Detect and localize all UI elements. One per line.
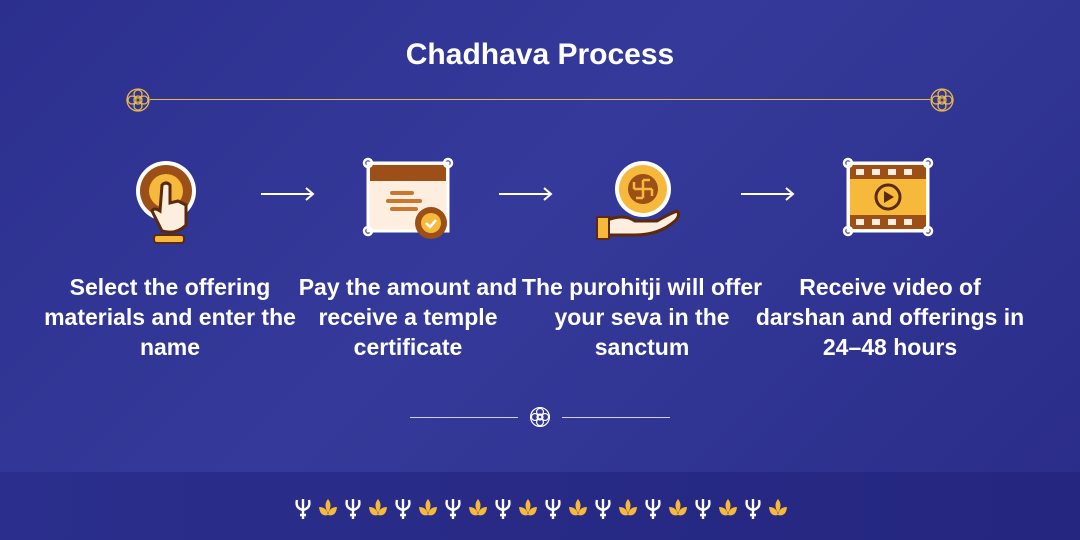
lotus-icon (319, 499, 337, 516)
arrow-right-icon (261, 187, 315, 201)
mandala-icon (126, 88, 150, 112)
arrow-right-icon (741, 187, 795, 201)
trishul-icon (295, 499, 311, 519)
arrow-right-icon (499, 187, 553, 201)
trishul-icon (695, 499, 711, 519)
trishul-icon (745, 499, 761, 519)
trishul-icon (645, 499, 661, 519)
certificate-icon (362, 157, 454, 239)
step-4-text: Receive video of darshan and offerings i… (755, 274, 1025, 360)
step-2-text: Pay the amount and receive a temple cert… (298, 274, 518, 360)
trishul-icon (345, 499, 361, 519)
page-title: Chadhava Process (405, 38, 675, 71)
trishul-icon (545, 499, 561, 519)
lotus-icon (769, 499, 787, 516)
lotus-icon (569, 499, 587, 516)
step-3-text: The purohitji will offer your seva in th… (521, 274, 763, 360)
lotus-icon (369, 499, 387, 516)
swastik-offering-icon (596, 161, 681, 240)
decorative-border (292, 495, 789, 519)
lotus-icon (669, 499, 687, 516)
lotus-icon (719, 499, 737, 516)
step-1-text: Select the offering materials and enter … (44, 274, 296, 360)
bottom-divider-left (410, 417, 518, 418)
lotus-icon (419, 499, 437, 516)
trishul-icon (595, 499, 611, 519)
footer-band (0, 472, 1080, 540)
title-divider (150, 99, 930, 100)
bottom-divider-right (562, 417, 670, 418)
video-icon (842, 157, 934, 237)
lotus-icon (519, 499, 537, 516)
lotus-icon (619, 499, 637, 516)
trishul-icon (395, 499, 411, 519)
tap-hand-icon (136, 161, 196, 244)
mandala-icon (930, 88, 954, 112)
trishul-icon (445, 499, 461, 519)
lotus-icon (469, 499, 487, 516)
trishul-icon (495, 499, 511, 519)
mandala-icon (529, 406, 551, 428)
